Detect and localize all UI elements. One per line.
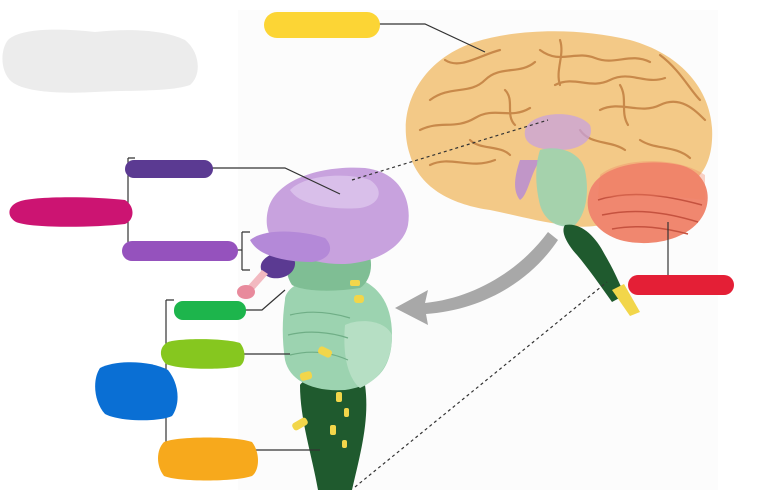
pons-nerves [292,295,364,431]
cerebellum-highlight [598,161,705,200]
brainstem-enlarged [237,167,409,490]
pons-label-pad[interactable] [160,339,245,369]
diencephalon-top [290,175,379,209]
medulla-label-pad[interactable] [158,437,258,481]
brainstem-label-pad[interactable] [95,362,178,421]
grey-blob [2,29,198,93]
cerebrum-label-pad[interactable] [264,12,380,38]
zoom-line-top [351,119,549,181]
inner-brainstem [536,148,587,227]
inner-medulla [563,224,625,302]
diencephalon-lower [250,231,331,262]
whole-brain [405,31,713,316]
pons-front [344,321,392,388]
zoom-line-bottom [354,281,608,488]
zoom-lines [351,119,608,488]
label-pads[interactable] [2,12,734,481]
spinal-cord [612,284,640,316]
medulla-highlights [330,392,349,448]
midbrain-label-pad[interactable] [174,301,246,320]
cerebrum-part-label-pad[interactable] [125,160,213,178]
pituitary-gland [237,285,255,299]
diencephalon-label-pad[interactable] [122,241,238,261]
cerebellum-folds [597,193,703,235]
diencephalon-highlight [350,280,360,286]
inner-diencephalon [524,114,591,150]
inner-hypothalamus [515,160,540,200]
forebrain-label-pad[interactable] [9,197,133,227]
cerebellum-shape [587,162,708,244]
cerebellum-label-pad[interactable] [628,275,734,295]
zoom-arrow [395,232,558,325]
